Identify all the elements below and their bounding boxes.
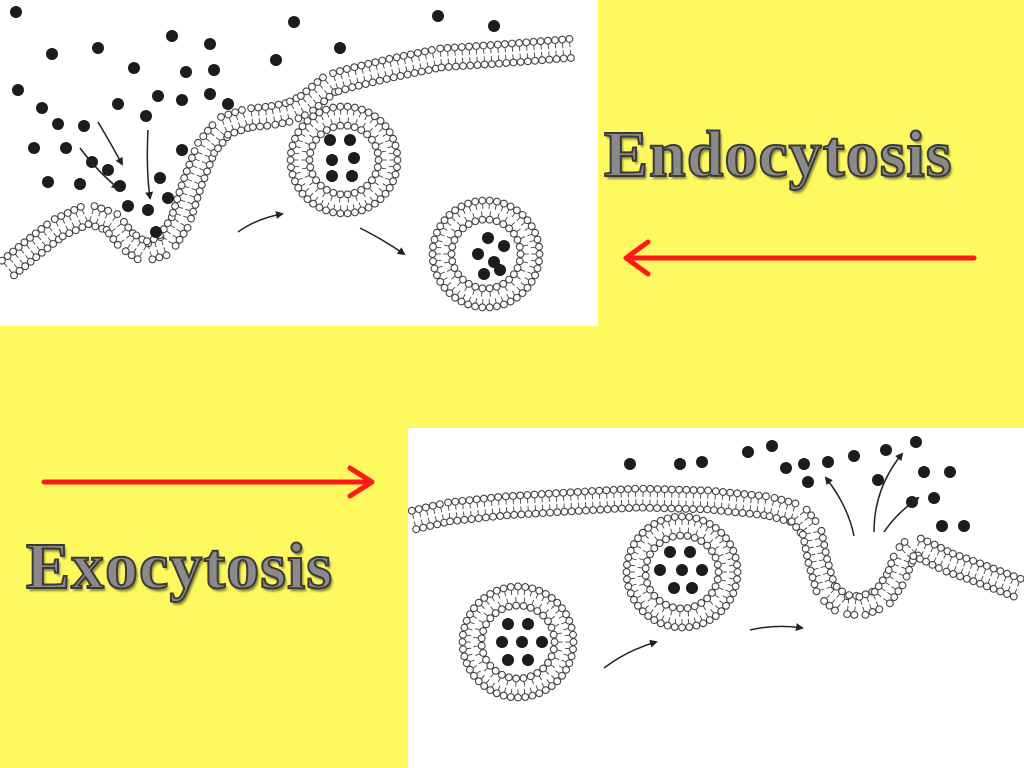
vesicles bbox=[458, 512, 742, 702]
extracellular-molecules bbox=[10, 6, 510, 280]
released-molecules bbox=[496, 436, 970, 666]
left-arrow-icon bbox=[623, 239, 977, 277]
endocytosis-illustration bbox=[0, 0, 598, 326]
cell-membrane-bilayer bbox=[0, 35, 575, 280]
endocytosis-diagram bbox=[0, 6, 575, 312]
right-arrow-icon bbox=[41, 465, 375, 499]
flow-arrows bbox=[603, 452, 920, 669]
exocytosis-title: Exocytosis bbox=[25, 530, 333, 603]
cell-membrane-bilayer bbox=[408, 484, 1024, 619]
exocytosis-illustration bbox=[408, 428, 1024, 768]
endocytosis-title: Endocytosis bbox=[603, 118, 953, 191]
exocytosis-diagram bbox=[408, 436, 1024, 702]
vesicles bbox=[286, 102, 544, 312]
flow-arrows bbox=[79, 121, 406, 256]
